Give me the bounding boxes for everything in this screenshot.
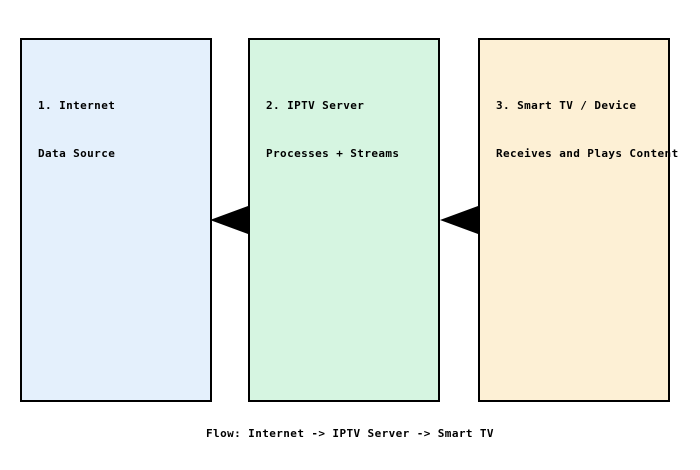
flow-box-internet-data-source[interactable]: 1. Internet Data Source: [20, 38, 212, 402]
flow-caption: Flow: Internet -> IPTV Server -> Smart T…: [206, 427, 494, 440]
flow-box-smart-tv-device[interactable]: 3. Smart TV / Device Receives and Plays …: [478, 38, 678, 402]
flow-box-1-line-1: 1. Internet: [38, 99, 116, 112]
flow-box-1-text: 1. Internet Data Source: [38, 66, 115, 194]
arrow-box1-box2: [210, 206, 248, 234]
flow-box-iptv-server[interactable]: 2. IPTV Server Processes + Streams: [248, 38, 440, 402]
flow-box-2-line-2: Processes + Streams: [266, 147, 400, 160]
flow-box-2-line-1: 2. IPTV Server: [266, 99, 365, 112]
flow-box-3-text: 3. Smart TV / Device Receives and Plays …: [496, 66, 679, 194]
flow-box-3-line-2: Receives and Plays Content: [496, 147, 679, 160]
flow-box-2-text: 2. IPTV Server Processes + Streams: [266, 66, 399, 194]
left-arrow-icon: [210, 206, 248, 234]
flow-box-3-line-1: 3. Smart TV / Device: [496, 99, 637, 112]
flow-box-1-line-2: Data Source: [38, 147, 116, 160]
arrow-box2-box3: [440, 206, 478, 234]
left-arrow-icon: [440, 206, 478, 234]
